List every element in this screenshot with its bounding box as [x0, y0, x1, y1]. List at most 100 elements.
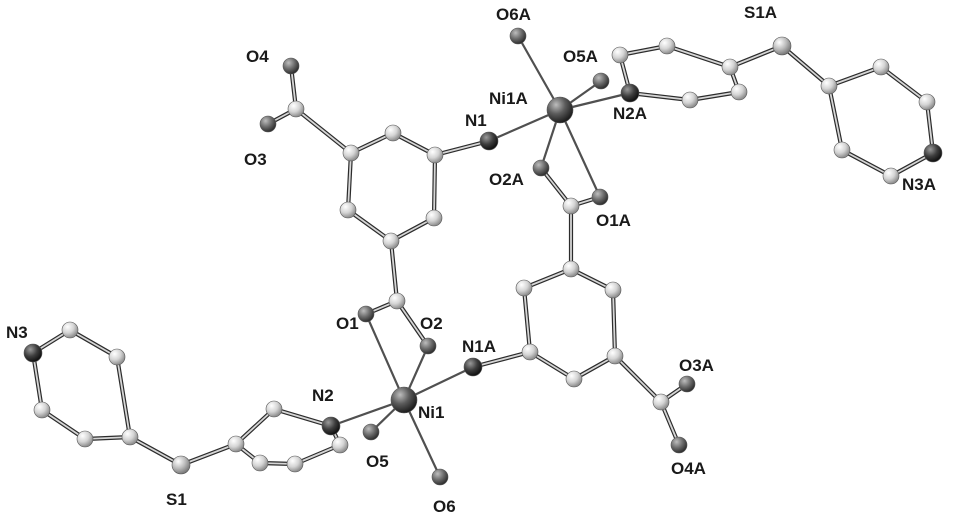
carbon-atom	[658, 37, 676, 55]
label-N2A: N2A	[613, 104, 647, 123]
bond	[629, 92, 691, 101]
nitrogen-atom	[23, 343, 43, 363]
carbon-atom	[521, 343, 539, 361]
oxygen-atom	[591, 188, 609, 206]
oxygen-atom	[259, 115, 277, 133]
label-N1A: N1A	[462, 337, 496, 356]
bond	[729, 45, 783, 68]
nickel-atom	[390, 386, 418, 414]
bond	[523, 268, 572, 289]
bond	[614, 355, 662, 403]
bond	[390, 240, 398, 302]
carbon-atom	[730, 83, 748, 101]
nitrogen-atom	[321, 416, 341, 436]
carbon-atom	[606, 347, 624, 365]
carbon-atom	[681, 91, 699, 109]
sulfur-atom	[171, 455, 191, 475]
carbon-atom	[882, 167, 900, 185]
bond	[828, 66, 882, 87]
label-O5A: O5A	[563, 47, 598, 66]
oxygen-atom	[419, 337, 437, 355]
coordination-bond	[558, 108, 602, 199]
oxygen-atom	[431, 468, 449, 486]
label-S1A: S1A	[744, 3, 777, 22]
bond	[32, 352, 43, 411]
label-O6A: O6A	[496, 5, 531, 24]
bond	[781, 45, 830, 87]
oxygen-atom	[362, 423, 380, 441]
carbon-atom	[918, 93, 936, 111]
bond	[841, 149, 892, 177]
carbon-atom	[331, 436, 349, 454]
oxygen-atom	[678, 375, 696, 393]
carbon-atom	[108, 348, 126, 366]
label-O3A: O3A	[679, 356, 714, 375]
oxygen-atom	[282, 57, 300, 75]
bond	[472, 351, 531, 368]
oxygen-atom	[532, 159, 550, 177]
carbon-atom	[251, 454, 269, 472]
label-Ni1A: Ni1A	[489, 89, 528, 108]
carbon-atom	[227, 435, 245, 453]
label-N2: N2	[312, 386, 334, 405]
carbon-atom	[342, 144, 360, 162]
carbon-atom	[652, 393, 670, 411]
label-N3A: N3A	[902, 175, 936, 194]
bond	[612, 289, 616, 357]
bond	[295, 108, 352, 154]
carbon-atom	[286, 455, 304, 473]
label-N1: N1	[465, 111, 487, 130]
carbon-atom	[384, 124, 402, 142]
label-O2: O2	[420, 314, 443, 333]
carbon-atom	[339, 201, 357, 219]
bond	[433, 154, 436, 219]
carbon-atom	[287, 100, 305, 118]
label-O5: O5	[366, 452, 389, 471]
bond	[347, 209, 392, 242]
carbon-atom	[265, 400, 283, 418]
carbon-atom	[515, 279, 533, 297]
label-O2A: O2A	[489, 170, 524, 189]
carbon-atom	[33, 401, 51, 419]
bond	[41, 409, 86, 440]
label-O1: O1	[336, 314, 359, 333]
bond	[880, 66, 928, 103]
nickel-atom	[546, 96, 574, 124]
oxygen-atom	[357, 305, 375, 323]
carbon-atom	[820, 77, 838, 95]
carbon-atom	[562, 260, 580, 278]
bond	[69, 329, 118, 358]
carbon-atom	[562, 197, 580, 215]
bond	[529, 351, 575, 380]
label-O6: O6	[433, 497, 456, 516]
sulfur-atom	[772, 36, 792, 56]
bond	[347, 152, 352, 211]
coordination-bond	[516, 34, 562, 112]
bonds-layer	[30, 34, 936, 479]
bond	[116, 356, 131, 438]
label-S1: S1	[166, 490, 187, 509]
bond	[666, 45, 731, 68]
oxygen-atom	[592, 72, 610, 90]
carbon-atom	[76, 430, 94, 448]
coordination-bond	[402, 398, 442, 479]
oxygen-atom	[509, 27, 527, 45]
bond	[180, 443, 237, 466]
label-O4: O4	[246, 47, 269, 66]
oxygen-atom	[670, 436, 688, 454]
label-O3: O3	[244, 150, 267, 169]
bond	[523, 287, 531, 353]
bond	[273, 408, 332, 427]
carbon-atom	[833, 141, 851, 159]
carbon-atom	[425, 209, 443, 227]
bond	[396, 300, 429, 347]
carbon-atom	[426, 146, 444, 164]
carbon-atom	[121, 428, 139, 446]
bond	[235, 408, 275, 445]
nitrogen-atom	[620, 83, 640, 103]
label-O4A: O4A	[671, 459, 706, 478]
carbon-atom	[382, 232, 400, 250]
label-O1A: O1A	[596, 211, 631, 230]
